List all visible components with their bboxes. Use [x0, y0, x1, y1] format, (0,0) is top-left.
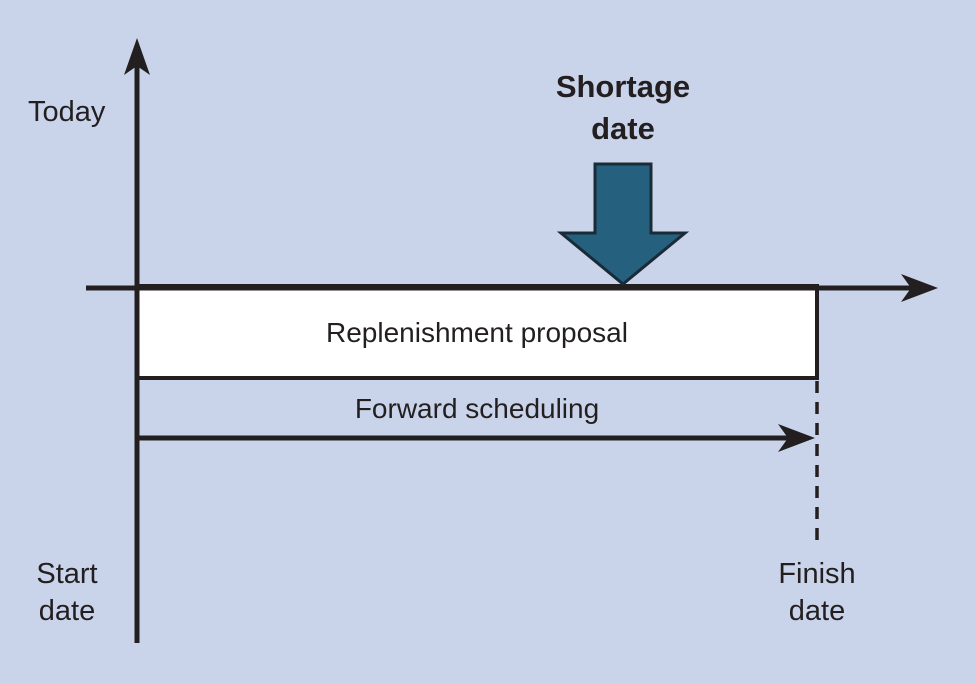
- start-date-label-line2: date: [38, 595, 96, 627]
- today-label: Today: [28, 96, 106, 128]
- finish-date-label: Finish date: [737, 556, 897, 630]
- forward-scheduling-label: Forward scheduling: [354, 393, 600, 424]
- shortage-date-label-line1: Shortage: [555, 69, 691, 104]
- replenishment-proposal-label: Replenishment proposal: [326, 316, 628, 348]
- vertical-axis-arrowhead-icon: [124, 38, 150, 75]
- finish-date-label-line2: date: [788, 595, 846, 627]
- horizontal-axis-arrowhead-icon: [901, 274, 938, 302]
- shortage-date-label-line2: date: [591, 111, 655, 146]
- finish-date-label-line1: Finish: [778, 558, 856, 590]
- shortage-date-block-arrow-down-icon: [556, 162, 690, 286]
- forward-scheduling-arrowhead-icon: [778, 424, 815, 452]
- start-date-label: Start date: [12, 556, 122, 630]
- start-date-label-line1: Start: [36, 558, 98, 590]
- shortage-date-label: Shortage date: [473, 66, 773, 150]
